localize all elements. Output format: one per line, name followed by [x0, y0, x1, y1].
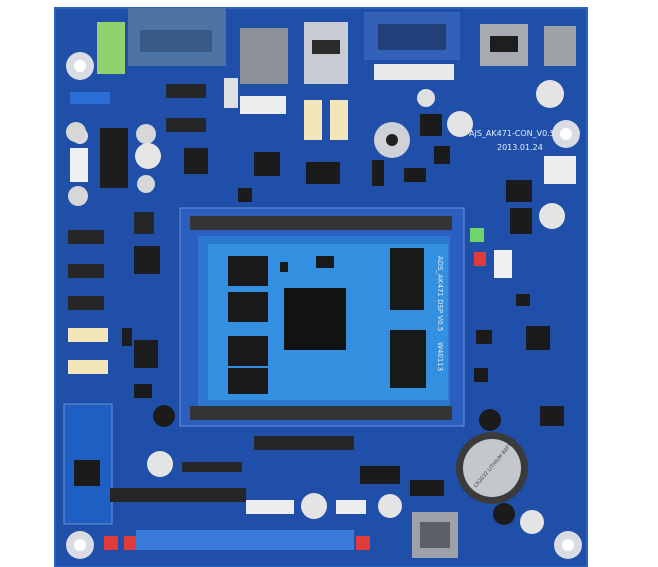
right-components — [470, 203, 565, 431]
coin-battery — [456, 432, 528, 504]
board-label: AJS_AK471-CON_V0.5 — [469, 129, 555, 138]
core-date: W40113 — [436, 342, 444, 371]
core-label: ADS_AK471 DSP V0.5 — [436, 256, 444, 331]
board-date: 2013.01.24 — [497, 143, 543, 152]
upper-components — [238, 80, 576, 202]
lower-components — [63, 384, 544, 558]
dsp-core-module — [179, 207, 465, 427]
left-components — [66, 84, 208, 374]
mounting-holes — [66, 52, 582, 559]
top-connectors — [97, 8, 576, 114]
